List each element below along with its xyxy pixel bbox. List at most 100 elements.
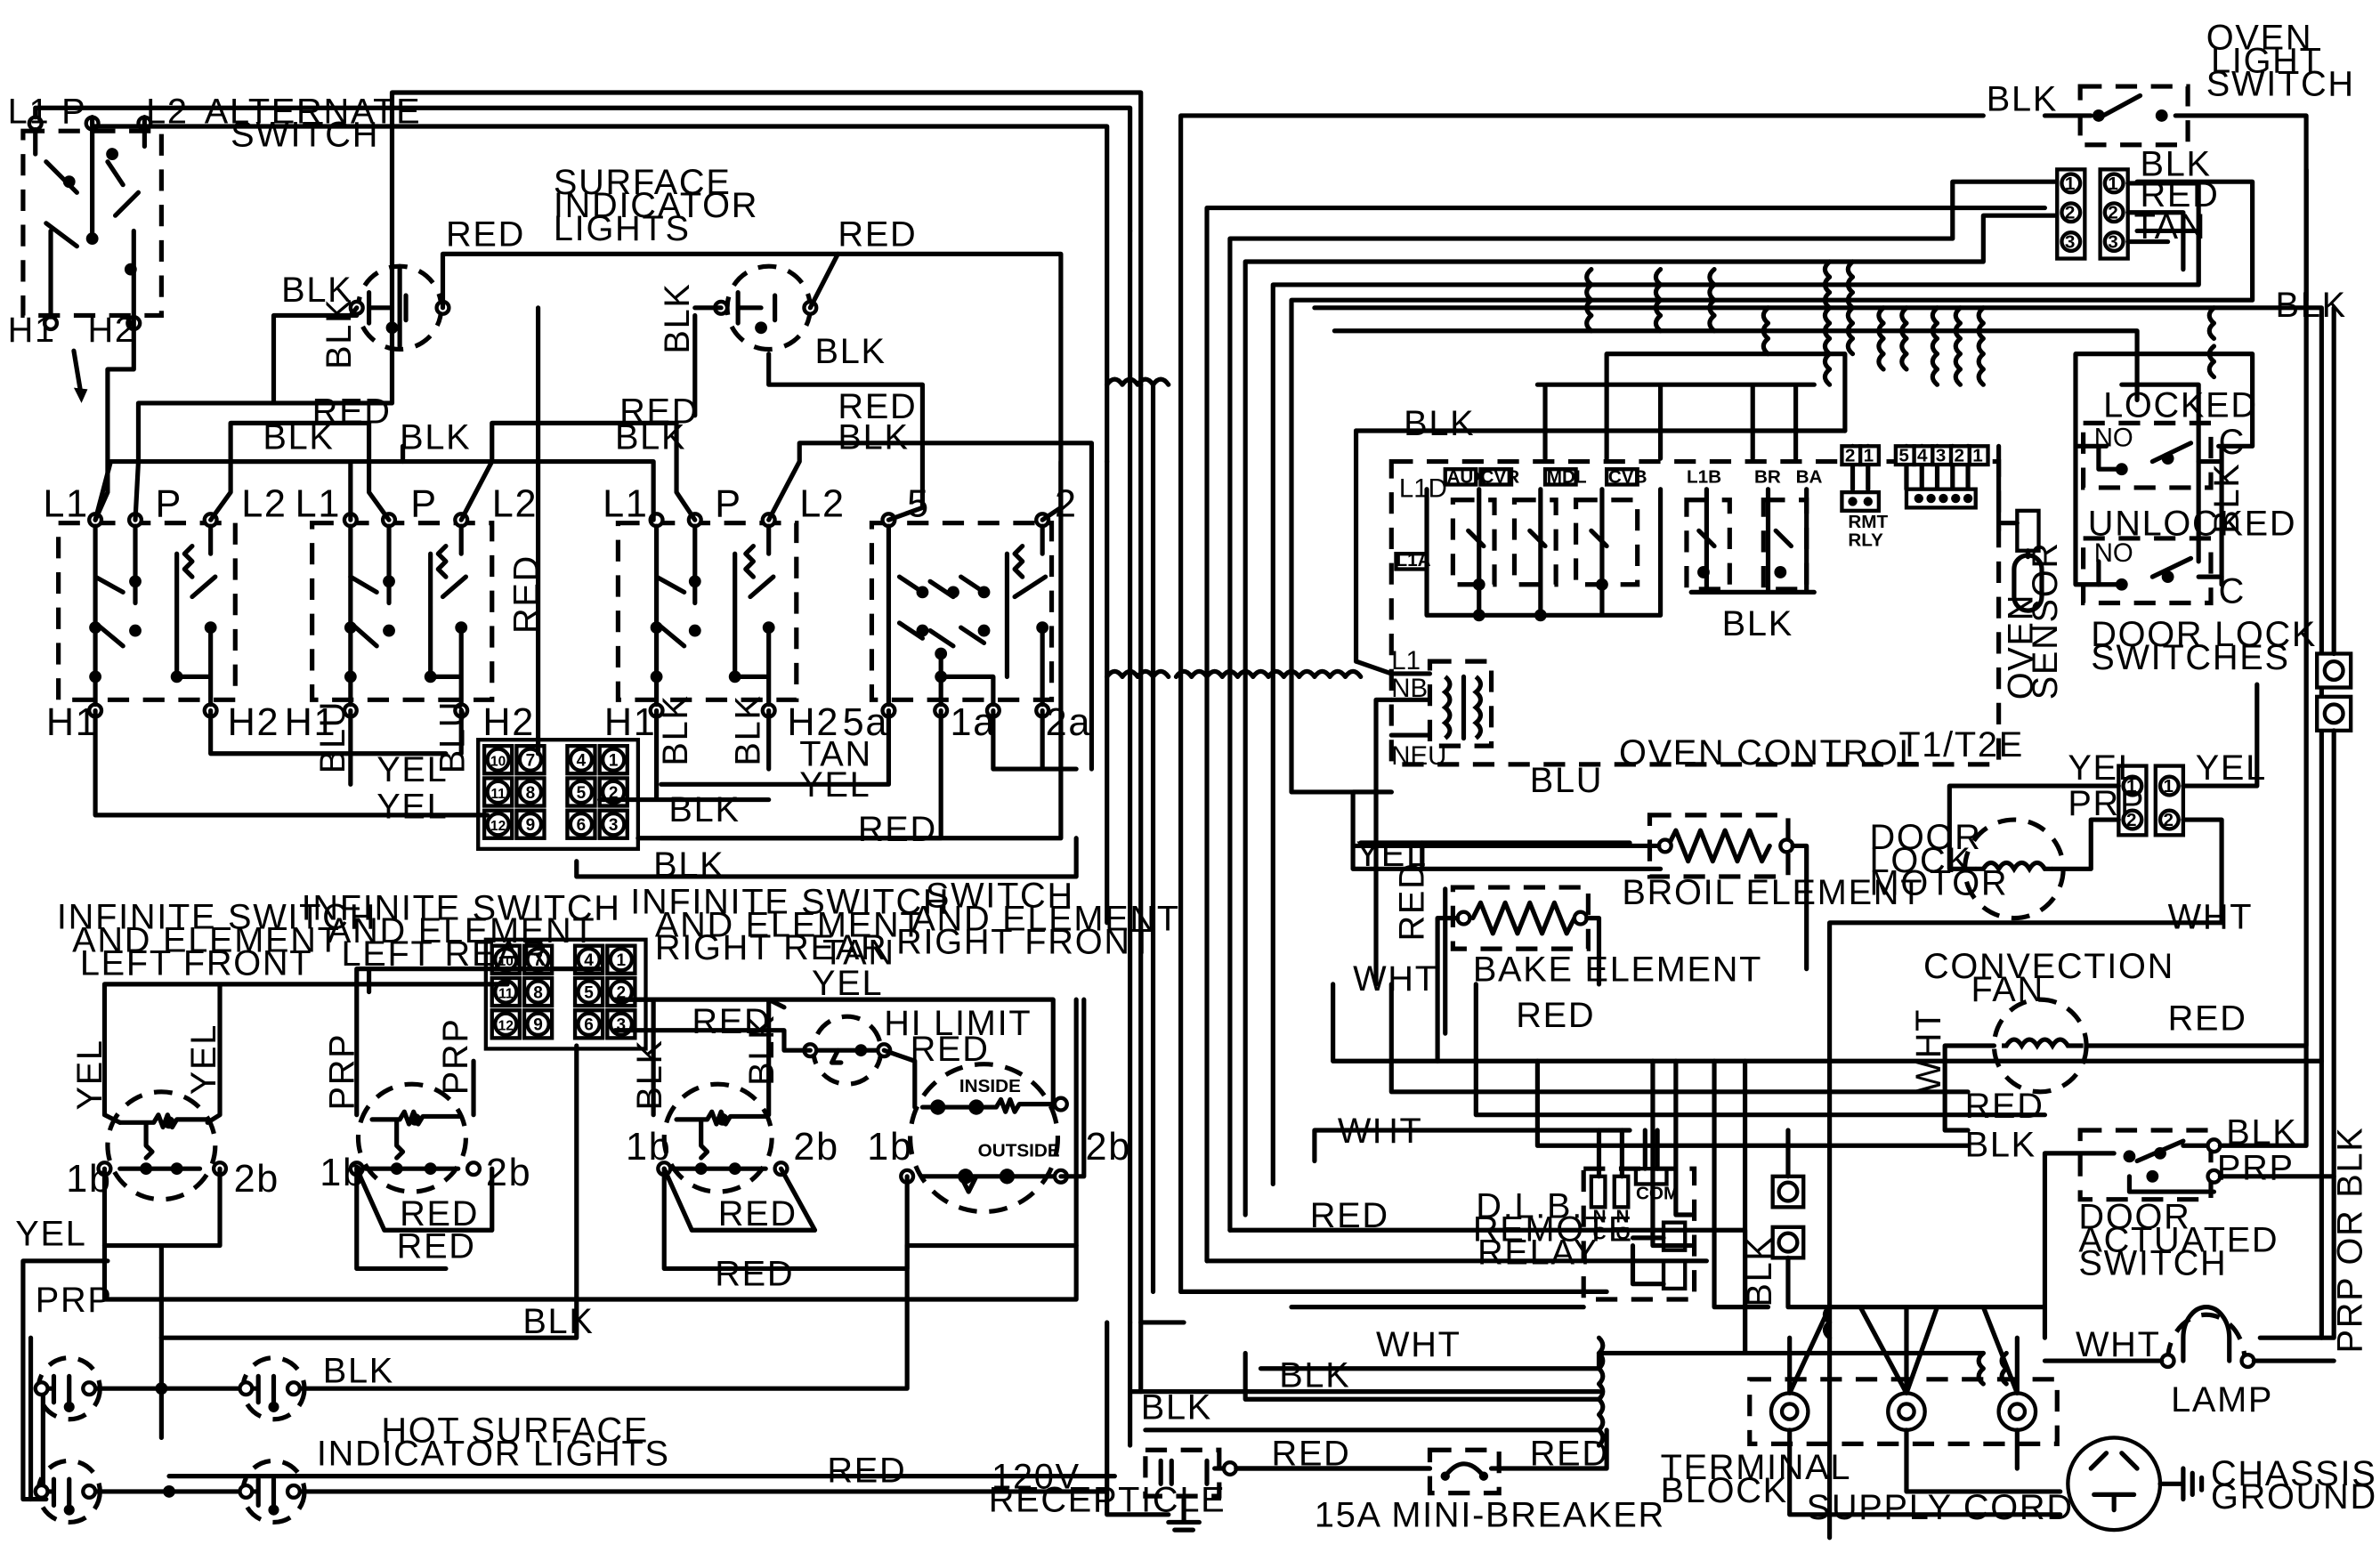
lbl-wht-2: WHT (1353, 959, 1438, 999)
rmt-label-2: RLY (1848, 530, 1883, 551)
center-wires (1105, 113, 2324, 1517)
lbl-blk-15: BLK (1279, 1355, 1350, 1395)
bank2-l1: L1 (295, 483, 341, 526)
lbl-tan-2: TAN (822, 933, 895, 972)
bank4-5: 5 (907, 483, 930, 526)
convection-fan-title-1: CONVECTION (1923, 947, 2174, 986)
connector-top-pin (485, 811, 511, 837)
lbl-blk-v2: BLK (658, 282, 697, 353)
alt-h1-label: H1 (8, 311, 56, 350)
unlocked-c: C (2219, 571, 2246, 611)
alternate-switch: L1 P L2 H1 H2 ALTERNATE SWITCH (8, 93, 420, 403)
locked-c: C (2219, 423, 2246, 462)
lbl-red-14: RED (2141, 175, 2220, 214)
lbl-blk-v5: BLK (630, 1039, 669, 1110)
dlb-nc-2: C (1593, 1224, 1607, 1244)
lbl-red-1: RED (446, 215, 525, 255)
unlocked-no: NO (2094, 538, 2133, 568)
connector-top-pin-label: 4 (577, 752, 587, 771)
door-lock-motor: 1 2 1 2 DOOR LOCK MOTOR YEL YEL PRP WHT (1827, 682, 2267, 1541)
connector-top-pin-label: 12 (490, 819, 506, 834)
lbl-red-8: RED (911, 1030, 990, 1069)
oven-light-switch-title-3: SWITCH (2206, 64, 2355, 103)
relay-cvr: CVR (1480, 467, 1519, 488)
alt-h2-label: H2 (87, 311, 135, 350)
dlb-title-2: REMOTE (1473, 1209, 1633, 1249)
rf-title-3: RIGHT FRONT (896, 922, 1154, 961)
switch-bank-labels: L1 P L2 L1 P L2 L1 P L2 5 2 H1 H2 H1 H2 … (43, 483, 1089, 744)
lbl-red-3: RED (312, 392, 392, 431)
bank1-h2: H2 (228, 701, 280, 744)
relay-br: BR (1754, 467, 1781, 488)
sensor-pin-3: 3 (1936, 446, 1947, 466)
lbl-red-6: RED (858, 810, 937, 849)
rmt-rly-connector: 2 1 RMT RLY (1840, 444, 1889, 551)
lbl-yel-v1: YEL (70, 1039, 109, 1110)
lbl-prp-2: PRP (2068, 784, 2145, 823)
connector-top-pin-label: 9 (526, 816, 536, 835)
dlb-no-1: N (1615, 1207, 1629, 1227)
relay-aux: AUX (1446, 467, 1485, 488)
lbl-blk-1: BLK (281, 271, 352, 310)
bank3-l1: L1 (603, 483, 648, 526)
lf-title-3: LEFT FRONT (80, 944, 312, 983)
connector-bottom-pin (608, 946, 635, 973)
lbl-prp-v1: PRP (322, 1033, 361, 1111)
door-lock-motor-title-3: MOTOR (1870, 864, 2009, 903)
connector-bottom-pin-label: 11 (498, 986, 514, 1001)
lower-wire-labels: YEL YEL PRP PRP BLK BLK TAN YEL RED RED … (15, 933, 990, 1491)
oven-control-title: OVEN CONTROL (1619, 733, 1921, 772)
lbl-red-20: RED (1965, 1087, 2044, 1126)
connector-bottom-pin (576, 979, 602, 1005)
door-lock-switches-title-1: DOOR LOCK (2091, 615, 2317, 654)
lbl-blk-11: BLK (1987, 80, 2058, 119)
lbl-red-18: RED (1530, 1435, 1609, 1474)
lbl-red-19: RED (2168, 999, 2247, 1039)
lbl-red-4: RED (619, 392, 699, 431)
lamp-label: LAMP (2171, 1380, 2273, 1419)
lbl-red-13: RED (827, 1452, 906, 1491)
dlm-l2: 2 (2126, 810, 2137, 830)
chassis-ground-title-2: GROUND (2211, 1477, 2377, 1517)
c3-l3: 3 (2065, 231, 2076, 252)
bake-element-label: BAKE ELEMENT (1473, 950, 1762, 989)
connector-top-pin-label: 3 (609, 816, 619, 835)
lbl-red-15: RED (1516, 996, 1595, 1035)
hi-limit (802, 1014, 893, 1087)
lbl-yel-7: YEL (2196, 748, 2267, 788)
lr-title-1: INFINITE SWITCH (302, 888, 621, 927)
connector-top-pin-label: 5 (577, 784, 587, 803)
oven-light-switch-title-1: OVEN (2206, 19, 2312, 58)
broil-element: BROIL ELEMENT (1350, 813, 1922, 972)
locked-no: NO (2094, 423, 2133, 452)
rr-title-1: INFINITE SWITCH (630, 882, 950, 921)
lower-left-wires (20, 967, 1117, 1502)
switch-bank-4 (869, 512, 1055, 719)
lbl-blk-10: BLK (323, 1351, 394, 1390)
connector-top-pin (517, 779, 544, 805)
lbl-yel-1: YEL (376, 750, 448, 789)
lbl-blk-v4: BLK (728, 694, 767, 765)
oven-light-switch: OVEN LIGHT SWITCH BLK (1987, 19, 2355, 303)
connector-top-pin (485, 779, 511, 805)
connector-top-pin-label: 2 (609, 784, 619, 803)
lbl-blk-16: BLK (1141, 1388, 1212, 1428)
connector-bottom-pin-label: 3 (617, 1016, 627, 1035)
oven-light-switch-title-2: LIGHT (2211, 42, 2323, 81)
unlocked-label: UNLOCKED (2088, 504, 2297, 543)
lbl-wht-5: WHT (2076, 1325, 2161, 1364)
dlb-title-1: D.L.B. (1476, 1186, 1583, 1225)
sensor-connector: 5 4 3 2 1 (1893, 444, 1990, 510)
connector-top-pin (485, 747, 511, 772)
pin-l1d: L1D (1399, 473, 1447, 503)
lbl-prp-3: PRP (2217, 1148, 2295, 1187)
lbl-tan-1: TAN (799, 735, 872, 774)
lbl-yel-v2: YEL (184, 1023, 223, 1095)
sensor-pin-4: 4 (1917, 446, 1928, 466)
connector-top-pin-label: 11 (490, 787, 506, 802)
lbl-blk-5: BLK (615, 418, 686, 457)
hi-limit-label: HI LIMIT (884, 1004, 1032, 1043)
connector-3pin: 1 2 3 1 2 3 BLK RED TAN (2055, 144, 2220, 287)
wire-crossovers (1353, 259, 2255, 587)
rr-2b: 2b (793, 1126, 838, 1169)
